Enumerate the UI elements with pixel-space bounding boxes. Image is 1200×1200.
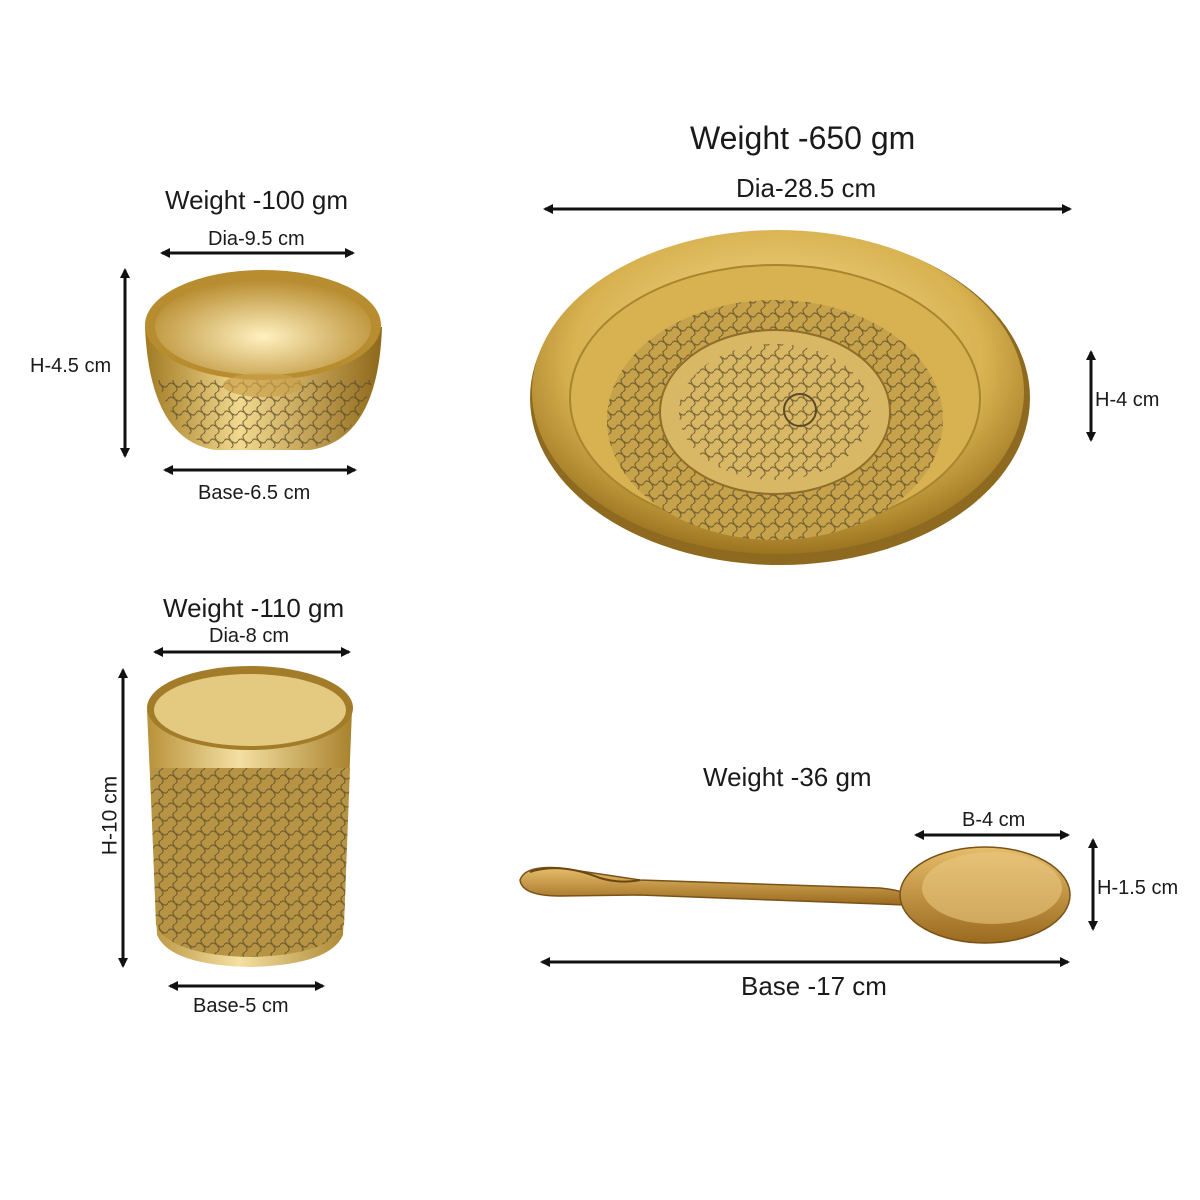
spoon-image [519,846,1071,944]
glass-base-label: Base-5 cm [193,995,289,1017]
dimension-arrows [118,204,1098,991]
bowl-image [145,270,382,450]
glass-weight-label: Weight -110 gm [163,593,345,623]
spoon-base-label: Base -17 cm [741,971,887,1001]
bowl-base-label: Base-6.5 cm [198,482,311,504]
glass-image [147,666,353,967]
plate-weight-label: Weight -650 gm [690,120,916,156]
spoon-height-label: H-1.5 cm [1097,877,1179,899]
bowl-height-label: H-4.5 cm [30,355,112,377]
plate-height-label: H-4 cm [1095,389,1160,411]
plate-image [530,230,1030,565]
glass-dia-label: Dia-8 cm [209,625,290,647]
plate-dia-label: Dia-28.5 cm [736,173,877,203]
spoon-breadth-label: B-4 cm [962,809,1026,831]
bowl-weight-label: Weight -100 gm [165,185,349,215]
glass-height-label: H-10 cm [98,775,122,856]
spoon-weight-label: Weight -36 gm [703,762,872,792]
bowl-dia-label: Dia-9.5 cm [208,228,305,250]
